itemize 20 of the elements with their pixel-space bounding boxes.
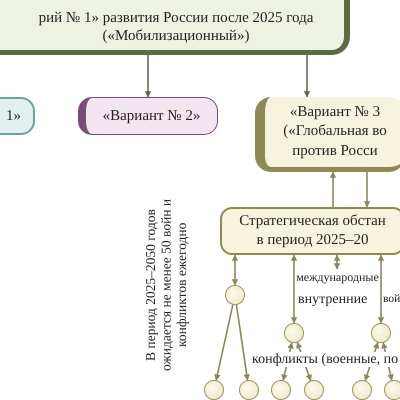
arrow <box>364 172 370 208</box>
annotation-text: международные <box>298 269 377 285</box>
annotation-text: конфликты (военные, по <box>250 352 400 368</box>
annotation-text: внутренние <box>298 292 368 308</box>
scenario-box: рий № 1» развития России после 2025 года («Мобилизационный») <box>0 0 350 55</box>
vertical-note: В период 2025–2050 годов ожидается не менее 50 войн и конфликтов ежегодно <box>143 198 190 374</box>
arrow <box>214 304 234 381</box>
arrow <box>334 254 340 270</box>
arrow <box>330 171 336 207</box>
variant-box: 1» <box>0 97 35 135</box>
arrow <box>236 304 250 381</box>
arrow <box>144 55 152 98</box>
situation-box: Стратегическая обстан в период 2025–20 <box>220 207 400 255</box>
arrow <box>232 254 238 286</box>
arrow <box>304 55 310 98</box>
variant-box: «Вариант № 3 («Глобальная во против Росси <box>255 97 400 172</box>
arrow <box>290 254 298 324</box>
variant-box: «Вариант № 2» <box>78 97 218 135</box>
annotation-text: вой <box>383 293 400 306</box>
arrow <box>378 254 384 324</box>
